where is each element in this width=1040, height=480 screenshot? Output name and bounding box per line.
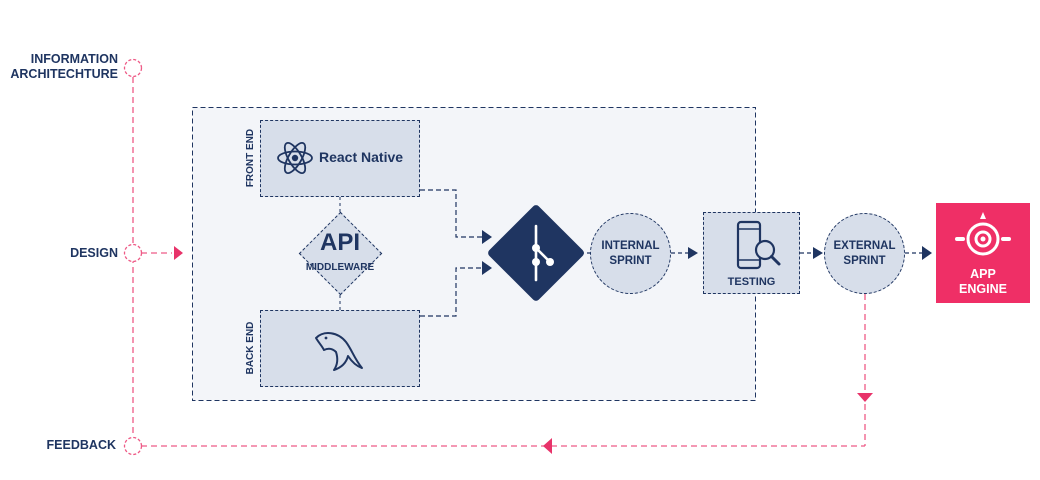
app-engine-icon [955, 212, 1011, 256]
back-end-box [260, 310, 420, 387]
front-end-connector [420, 189, 482, 238]
front-end-arrow-head [482, 230, 492, 244]
label-information-architecture: INFORMATION ARCHITECHTURE [10, 52, 118, 81]
testing-box [703, 212, 800, 294]
feedback-node [123, 436, 143, 456]
back-end-label: BACK END [245, 321, 256, 375]
internal-sprint-node: INTERNAL SPRINT [590, 213, 671, 294]
app-engine-label: APP ENGINE [959, 267, 1007, 296]
design-node [123, 243, 143, 263]
back-end-arrow-head [482, 261, 492, 275]
react-atom-icon [277, 142, 313, 174]
feedback-down-arrow [857, 393, 873, 402]
testing-arrow-head [813, 247, 823, 259]
info-arch-node [123, 58, 143, 78]
external-arrow-head [922, 246, 932, 260]
label-feedback: FEEDBACK [46, 438, 116, 452]
back-end-connector [420, 267, 482, 317]
mobile-magnifier-icon [736, 220, 781, 270]
react-native-label: React Native [319, 149, 404, 165]
mysql-dolphin-icon [315, 332, 363, 371]
git-branch-icon [532, 224, 554, 282]
testing-label: TESTING [727, 276, 776, 288]
api-label: API [319, 229, 360, 256]
external-sprint-label: EXTERNAL SPRINT [833, 239, 896, 267]
middleware-label: MIDDLEWARE [305, 262, 375, 273]
label-design: DESIGN [70, 246, 118, 260]
front-end-label: FRONT END [245, 128, 256, 188]
external-sprint-node: EXTERNAL SPRINT [824, 213, 905, 294]
design-arrow-head [174, 246, 183, 260]
feedback-left-arrow [543, 438, 552, 454]
internal-arrow-head [688, 247, 698, 259]
internal-sprint-label: INTERNAL SPRINT [601, 239, 660, 267]
